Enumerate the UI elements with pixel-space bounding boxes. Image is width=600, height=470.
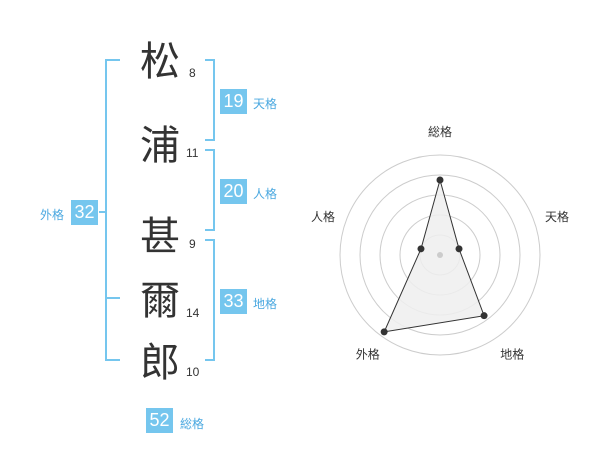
name-char-2: 浦 [140, 123, 180, 169]
radar-axis-label-5: 人格 [311, 209, 335, 224]
stroke-count-1: 8 [189, 66, 196, 80]
radar-axis-label-1: 総格 [428, 124, 452, 139]
soukaku-score: 52 [146, 408, 173, 433]
soukaku-label: 総格 [180, 417, 205, 431]
gaikaku-label: 外格 [40, 208, 65, 222]
tenkaku-bracket [205, 59, 215, 141]
stroke-count-2: 11 [186, 146, 199, 160]
stroke-count-5: 10 [186, 365, 200, 379]
radar-ring-4 [359, 174, 521, 336]
radar-center-point [437, 252, 443, 258]
radar-axis-label-4: 外格 [356, 347, 380, 362]
name-char-1: 松 [140, 39, 180, 85]
chikaku-label: 地格 [253, 297, 278, 311]
radar-point-1 [436, 176, 444, 184]
jinkaku-score: 20 [220, 179, 247, 204]
name-char-5: 郎 [140, 340, 180, 386]
tenkaku-label: 天格 [253, 97, 278, 111]
radar-point-3 [480, 312, 488, 320]
tenkaku-score: 19 [220, 89, 247, 114]
stroke-count-3: 9 [189, 237, 196, 251]
gaikaku-bracket [105, 59, 120, 361]
stroke-count-4: 14 [186, 306, 200, 320]
radar-point-4 [380, 328, 388, 336]
radar-points [380, 176, 488, 336]
gaikaku-score: 32 [71, 200, 98, 225]
jinkaku-label: 人格 [253, 187, 278, 201]
radar-point-2 [455, 245, 463, 253]
radar-axis-label-2: 天格 [545, 209, 569, 224]
radar-axis-label-3: 地格 [500, 347, 524, 362]
jinkaku-bracket [205, 149, 215, 231]
name-char-4: 爾 [140, 278, 180, 324]
chikaku-score: 33 [220, 289, 247, 314]
name-char-3: 甚 [140, 214, 180, 260]
radar-point-5 [417, 245, 425, 253]
radar-polygon [383, 178, 485, 333]
radar-ring-5 [339, 154, 541, 356]
chikaku-bracket [205, 239, 215, 361]
